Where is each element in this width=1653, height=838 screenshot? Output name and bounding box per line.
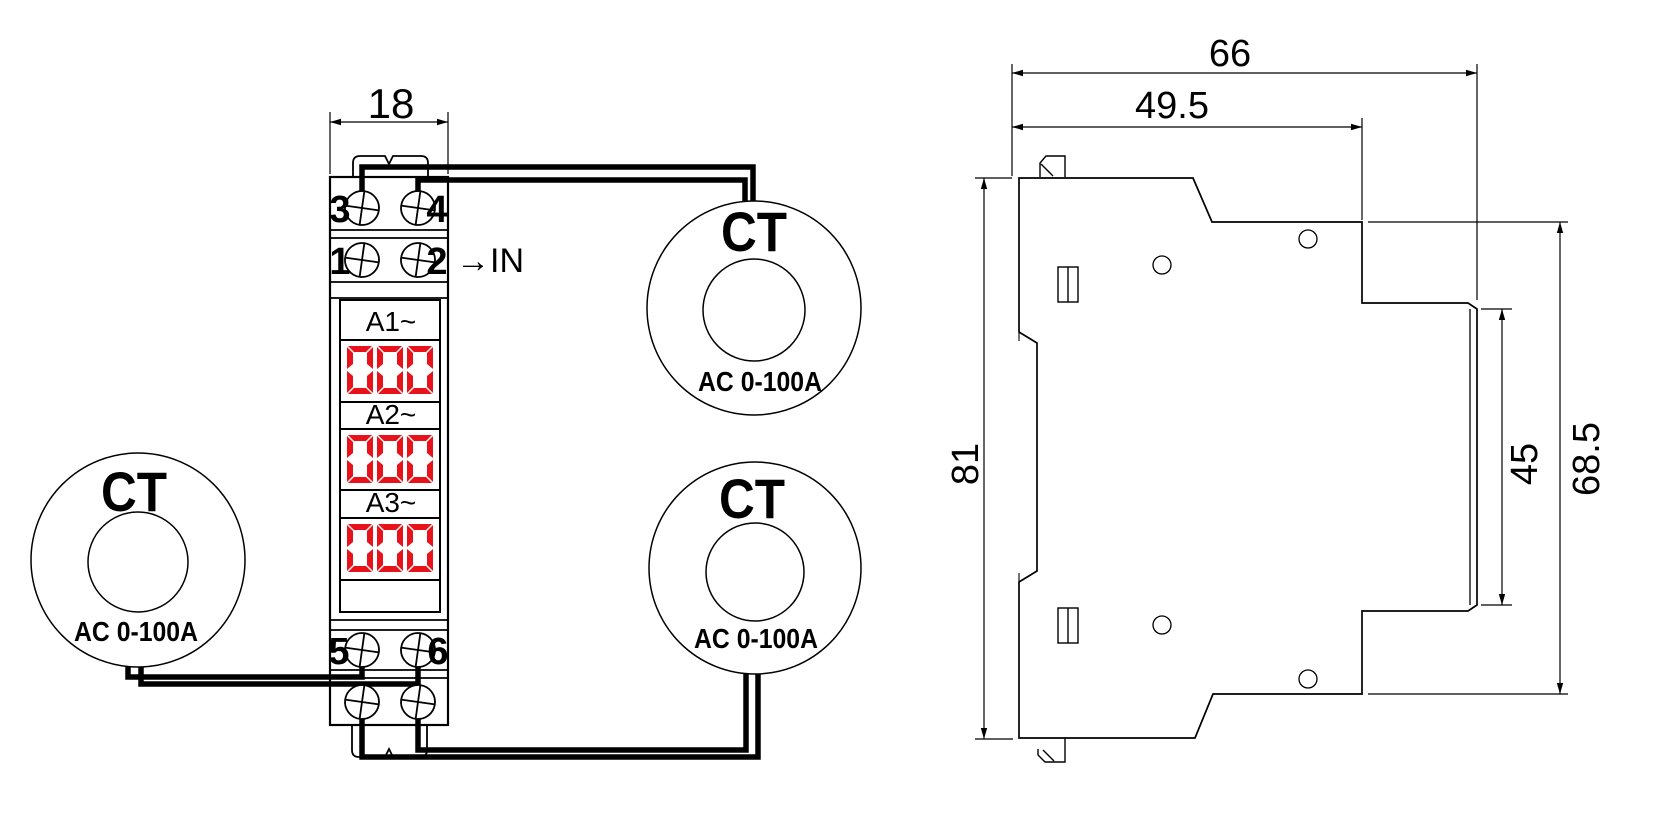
ct1-inner [702,258,806,362]
ct3-name: CT [719,467,785,530]
terminal-aux-left [344,684,380,720]
terminal-2 [400,242,436,278]
seven-seg-digit [407,435,433,483]
in-direction-label: →IN [456,242,524,280]
seven-seg-digit [407,524,433,572]
ct1-rating: AC 0-100A [698,366,822,397]
front-dimension-18 [329,112,449,174]
wire-lower-left-to-ct3 [359,670,761,760]
bottom-rail-clip [1037,738,1066,763]
ct-rings [30,200,862,675]
screw-terminals [344,190,436,720]
ct2-rating: AC 0-100A [74,616,198,647]
ct3-inner [705,522,805,622]
hole-top-right [1298,229,1318,249]
seven-segment-display-3 [347,524,433,572]
display-label-a3: A3~ [366,487,417,518]
terminal-label-3: 3 [329,189,350,231]
side-profile-outline [1018,177,1478,739]
terminal-4 [400,190,436,226]
housing-holes [1152,229,1318,689]
seven-segment-display-1 [347,346,433,394]
wire-terminal3-to-ct1 [359,164,756,208]
ct1-name: CT [721,200,787,263]
terminal-5 [344,632,380,668]
terminal-aux-right [400,684,436,720]
dim-text-45: 45 [1504,443,1546,485]
housing-slots [1057,266,1079,644]
wire-terminal4-to-ct1 [415,177,748,208]
dim-text-68-5: 68.5 [1566,422,1608,496]
dim-text-81: 81 [945,443,987,485]
terminal-label-2: 2 [426,241,447,283]
ct-ring-left [30,452,246,668]
terminal-label-5: 5 [328,631,349,673]
seven-seg-digit [347,346,373,394]
seven-seg-digit [407,346,433,394]
terminal-label-6: 6 [427,631,448,673]
dim-text-66: 66 [1209,33,1251,75]
hole-bottom-right [1298,669,1318,689]
dim-text-49-5: 49.5 [1135,85,1209,127]
dim-text-18: 18 [368,80,415,127]
terminal-3 [344,190,380,226]
seven-seg-digit [377,346,403,394]
side-dimensions [975,64,1568,740]
seven-seg-digit [347,435,373,483]
seven-seg-digit [377,524,403,572]
display-label-a1: A1~ [366,306,417,337]
labels: 18 3 4 1 2 5 6 →IN A1~ A2~ A3~ CT AC 0-1… [74,33,1608,673]
seven-segment-display-2 [347,435,433,483]
top-mount-tab [352,155,429,177]
display-label-a2: A2~ [366,399,417,430]
hole-bottom-left [1152,615,1172,635]
ct3-rating: AC 0-100A [694,623,818,654]
ct2-inner [87,511,189,613]
terminal-label-4: 4 [426,189,447,231]
hole-top-left [1152,255,1172,275]
terminal-1 [344,242,380,278]
seven-seg-digit [377,435,403,483]
terminal-6 [400,632,436,668]
terminal-label-1: 1 [329,241,350,283]
ct-ring-bottom-right [648,461,862,675]
wire-lower-right-to-ct3 [415,670,749,753]
bottom-mount-tab [351,725,428,758]
ct-ring-top-right [646,200,862,416]
top-rail-clip [1039,155,1066,177]
seven-seg-digit [347,524,373,572]
side-view [975,64,1568,763]
ct2-name: CT [101,460,167,523]
